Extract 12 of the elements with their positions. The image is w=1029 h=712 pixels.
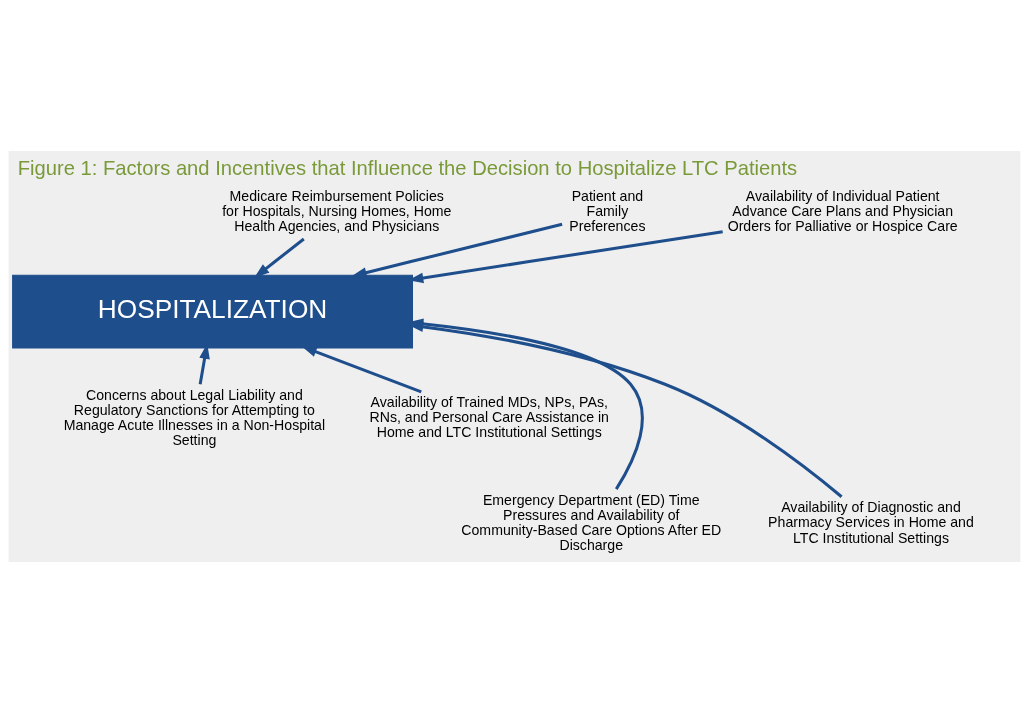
diagram-title: Figure 1: Factors and Incentives that Influence the Decision to Hospitalize LTC Patients [17,156,798,179]
arrow [301,345,422,393]
node-text: Emergency Department (ED) Time Pressures and Availability of Community-Based Care Options After ED Discharge [461,491,722,553]
arrow [351,222,563,278]
node-text: Concerns about Legal Liability and Regulatory Sanctions for Attempting to Manage Acute Illnesses in a Non-Hospital Setting [63,386,326,448]
node-box: HOSPITALIZATION [12,274,413,348]
node-text: Availability of Diagnostic and Pharmacy Services in Home and LTC Institutional Settings [768,498,974,546]
node-text: Medicare Reimbursement Policies for Hospitals, Nursing Homes, Home Health Agencies, and Physicians [222,187,452,234]
node-text: Availability of Trained MDs, NPs, PAs, RNs, and Personal Care Assistance in Home and LTC Institutional Settings [369,393,609,440]
node-text: Patient and Family Preferences [569,187,646,234]
arrow [254,237,305,278]
node-text: Availability of Individual Patient Advance Care Plans and Physician Orders for Palliative or Hospice Care [727,187,958,234]
